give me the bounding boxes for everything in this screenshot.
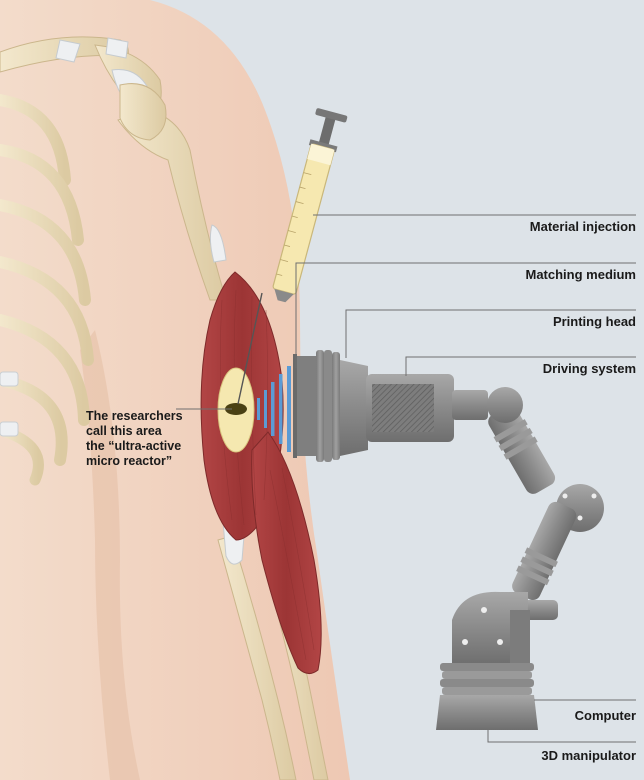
label-printing-head: Printing head	[552, 314, 636, 329]
ultrasound-waves	[257, 366, 291, 452]
micro-reactor-callout: The researchers call this area the “ultr…	[86, 409, 183, 469]
label-material-injection: Material injection	[529, 219, 636, 234]
driving-system	[366, 374, 454, 442]
leader-driving-system	[405, 356, 636, 376]
leader-matching-medium	[295, 262, 636, 368]
armpit-shadow	[80, 330, 140, 780]
label-driving-system: Driving system	[542, 361, 636, 376]
callout-line-3: the “ultra-active	[86, 439, 182, 453]
rib-cartilage	[0, 371, 19, 437]
leader-printing-head	[345, 309, 636, 358]
humerus-head	[119, 83, 167, 141]
callout-line-2: call this area	[86, 424, 162, 438]
micro-reactor-core	[225, 403, 247, 415]
printing-head	[293, 350, 368, 462]
robot-base	[436, 591, 538, 730]
leader-3d-manipulator	[487, 730, 636, 743]
label-3d-manipulator: 3D manipulator	[541, 748, 636, 763]
callout-line-1: The researchers	[86, 409, 183, 423]
torso-and-arm-skin	[0, 0, 350, 780]
humerus-cartilage	[209, 224, 227, 263]
label-computer: Computer	[574, 708, 636, 723]
label-matching-medium: Matching medium	[525, 267, 636, 282]
callout-line-4: micro reactor”	[86, 454, 173, 468]
robot-arm	[452, 387, 604, 620]
syringe	[272, 108, 348, 303]
leader-lines	[176, 214, 636, 743]
forearm-muscle	[251, 431, 322, 674]
syringe-needle	[237, 292, 263, 405]
